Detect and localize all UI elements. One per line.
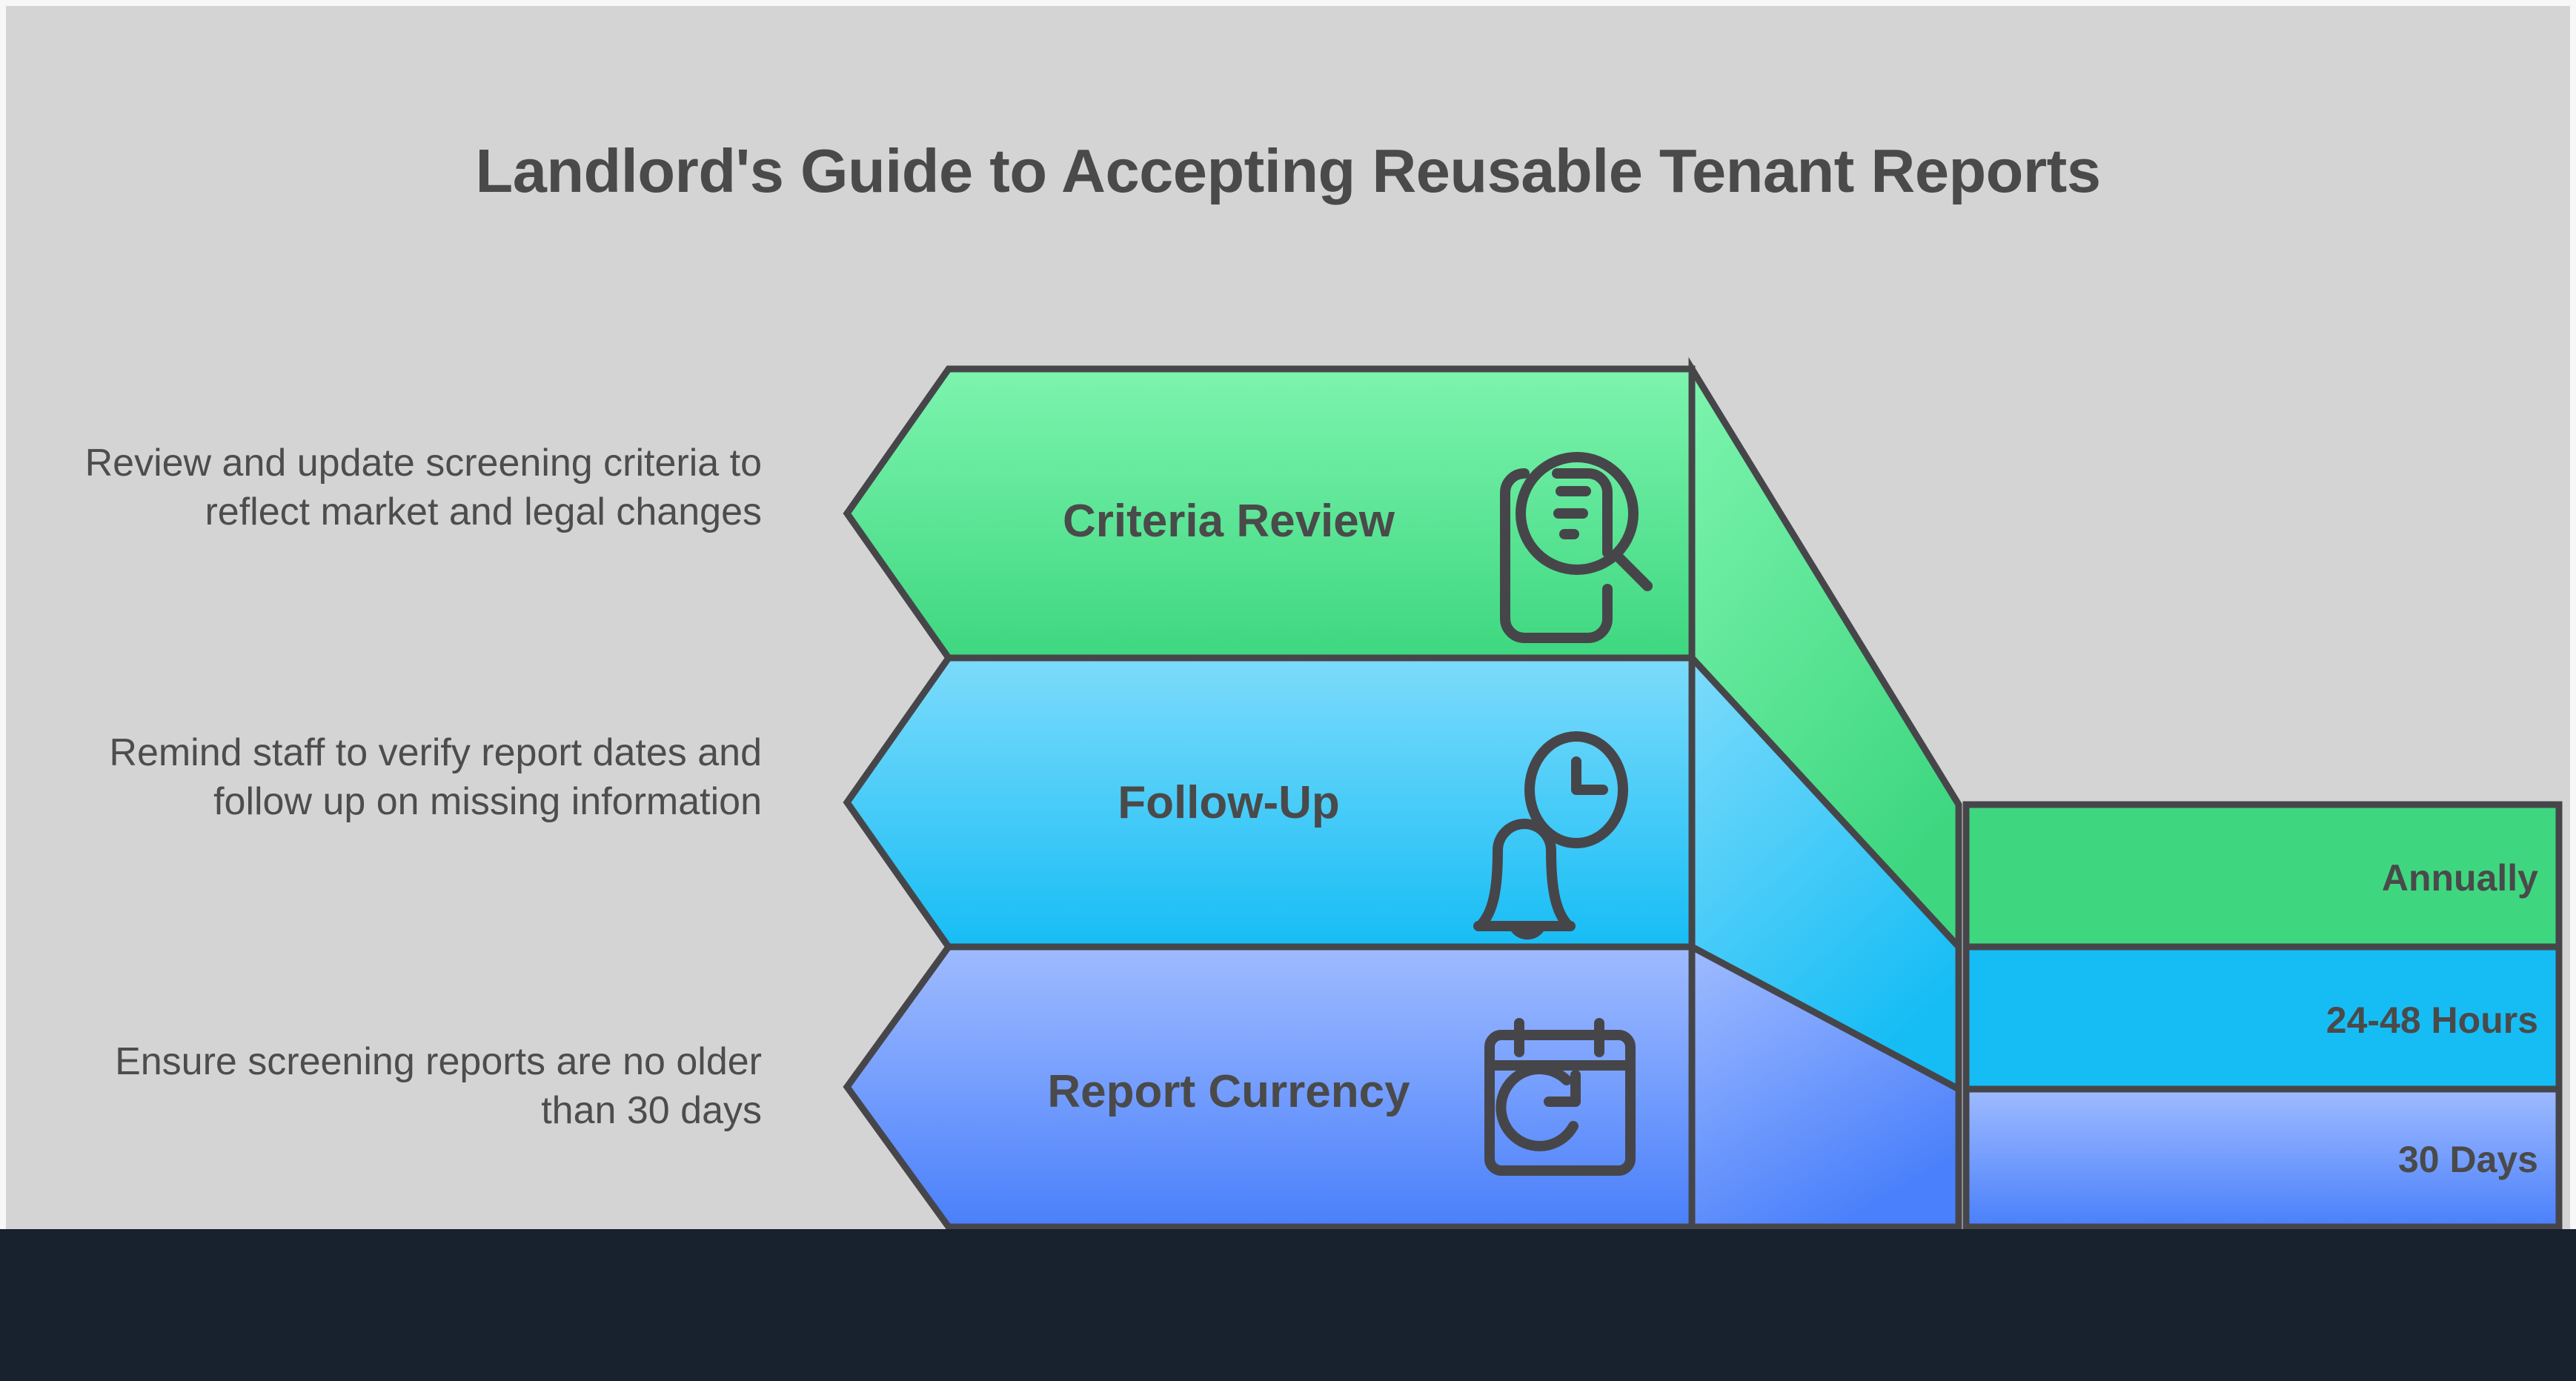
row-description-1: Remind staff to verify report dates and …: [109, 731, 762, 823]
value-box-2[interactable]: [1962, 1085, 2563, 1229]
stage-label-0: Criteria Review: [1063, 496, 1395, 547]
value-box-1[interactable]: [1962, 943, 2563, 1093]
footer-bar: [0, 1229, 2576, 1381]
document-search-icon: [1500, 452, 1653, 643]
stage-label-1: Follow-Up: [1118, 777, 1340, 828]
diagram-canvas: Landlord's Guide to Accepting Reusable T…: [6, 6, 2570, 1229]
value-label-0: Annually: [2381, 857, 2538, 899]
calendar-refresh-icon: [1484, 1018, 1636, 1176]
value-label-1: 24-48 Hours: [2326, 999, 2538, 1041]
value-label-2: 30 Days: [2397, 1139, 2538, 1180]
row-description-0: Review and update screening criteria to …: [84, 442, 762, 533]
process-diagram: [843, 357, 2563, 1229]
bell-clock-icon: [1473, 731, 1628, 940]
stage-label-2: Report Currency: [1047, 1066, 1410, 1117]
page-title: Landlord's Guide to Accepting Reusable T…: [475, 136, 2101, 205]
value-box-0[interactable]: [1962, 801, 2563, 951]
row-description-2: Ensure screening reports are no older th…: [115, 1040, 762, 1132]
chevron-stage-2[interactable]: [843, 943, 1696, 1229]
